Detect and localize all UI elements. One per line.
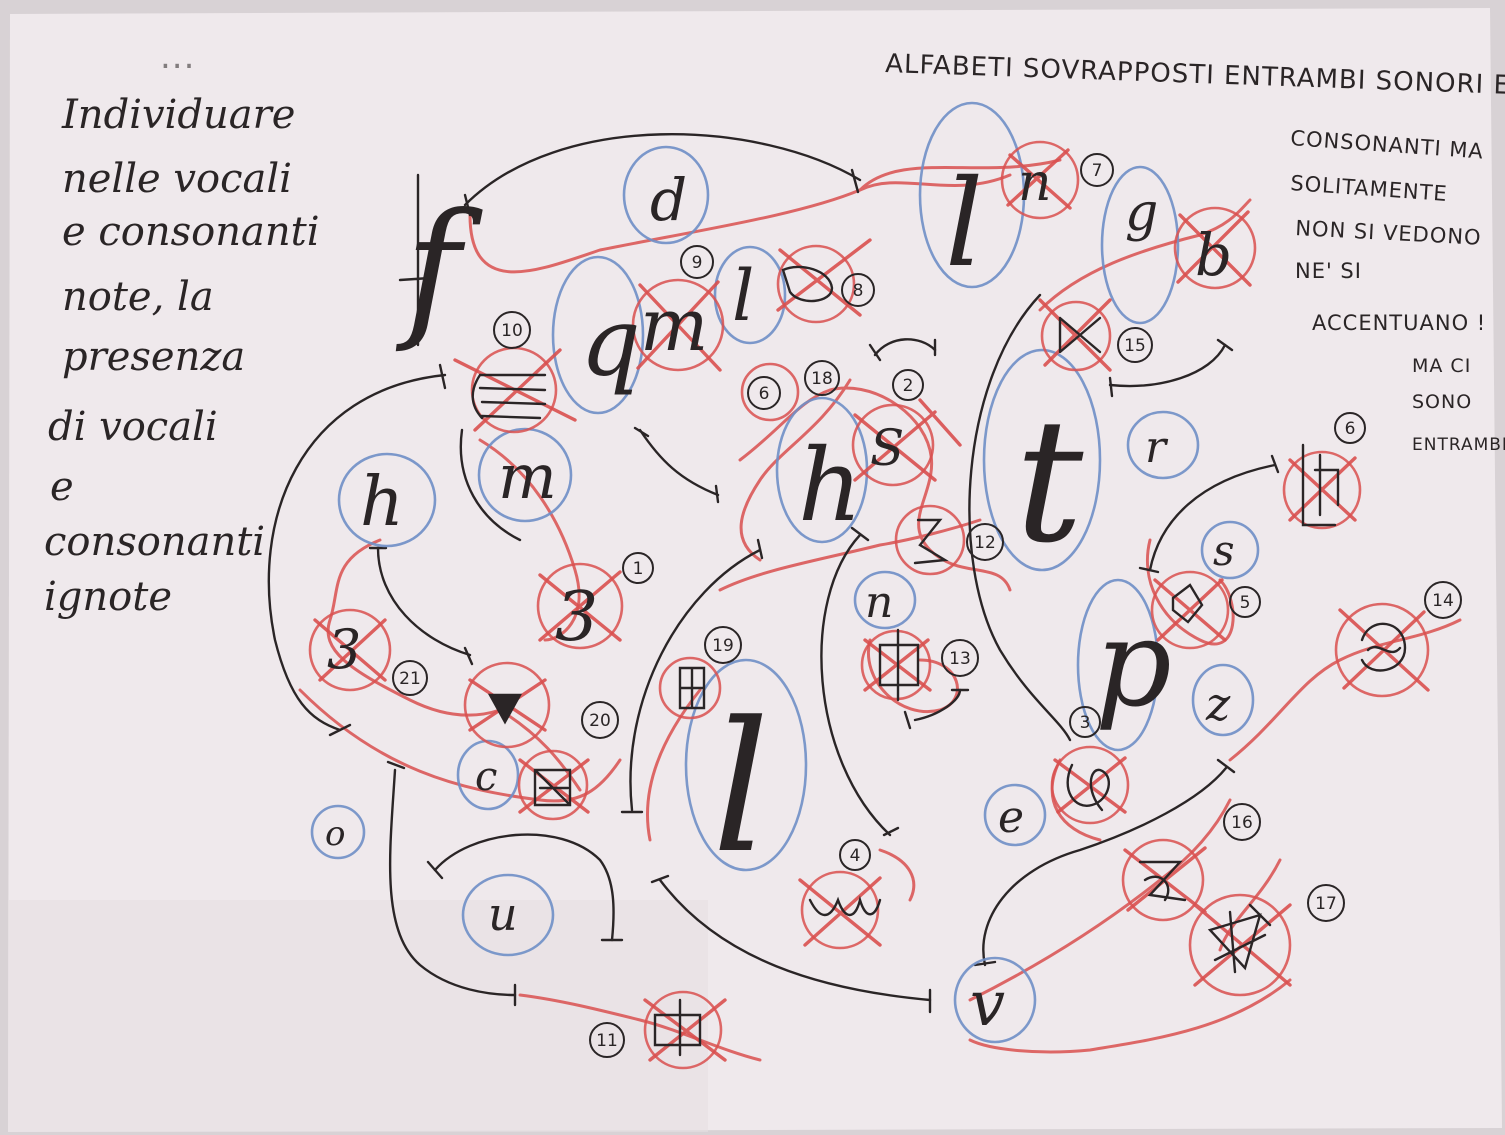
number-label: 21 (399, 669, 421, 689)
left-note-line: di vocali (48, 404, 218, 450)
right-note-line: ENTRAMBI (1412, 435, 1505, 455)
letter-h: h (360, 463, 404, 542)
number-label: 9 (692, 253, 703, 273)
glyph-9-crossed: 3 (327, 618, 361, 681)
glyph-n-crossed: n (1018, 153, 1052, 213)
letter-u: u (488, 887, 518, 941)
number-label: 11 (596, 1031, 618, 1051)
right-note-line: ACCENTUANO ! (1312, 311, 1486, 335)
letter-q: q (580, 288, 641, 398)
left-note-line: note, la (62, 274, 214, 320)
letter-v: v (970, 967, 1005, 1040)
letter-n: n (865, 577, 893, 628)
number-label: 6 (759, 384, 770, 404)
letter-l-small: l (732, 255, 754, 337)
number-label: 16 (1231, 813, 1253, 833)
number-label: 13 (949, 649, 971, 669)
number-label: 5 (1240, 593, 1251, 613)
number-label: 1 (633, 559, 644, 579)
left-note-line: Individuare (61, 92, 295, 138)
letter-d: d (650, 166, 687, 234)
letter-z: z (1205, 677, 1231, 731)
number-label: 12 (974, 533, 996, 553)
number-label: 10 (501, 321, 523, 341)
paper-shadow (8, 900, 708, 1132)
right-note-line: MA CI (1412, 355, 1471, 377)
left-note-line: consonanti (44, 519, 265, 565)
number-label: 6 (1345, 419, 1356, 439)
letter-e: e (998, 792, 1024, 843)
number-label: 14 (1432, 591, 1454, 611)
letter-l-tall: l (945, 155, 983, 294)
number-label: 4 (850, 846, 861, 866)
number-label: 18 (811, 369, 833, 389)
number-label: 3 (1080, 713, 1091, 733)
number-label: 20 (589, 711, 611, 731)
left-note-line: e (50, 464, 74, 510)
letter-m: m (498, 440, 557, 513)
glyph-s-crossed: S (870, 419, 904, 477)
glyph-b-crossed: b (1195, 221, 1232, 289)
number-label: 17 (1315, 894, 1337, 914)
left-note-line: e consonanti (62, 209, 319, 255)
letter-g-small: g (1125, 183, 1158, 243)
right-note-line: NE' SI (1295, 259, 1362, 283)
letter-s: s (1213, 526, 1235, 575)
number-label: 15 (1124, 336, 1146, 356)
glyph-3-crossed: 3 (555, 578, 598, 657)
left-note-line: ignote (44, 574, 172, 620)
number-label: 8 (853, 281, 864, 301)
letter-l-large: l (712, 684, 770, 893)
left-note-line: presenza (62, 334, 245, 380)
left-note-line: nelle vocali (62, 156, 292, 202)
letter-c: c (475, 754, 497, 800)
letter-t: t (1015, 383, 1084, 581)
letter-r: r (1145, 422, 1169, 473)
number-label: 19 (712, 636, 734, 656)
letter-p: p (1095, 595, 1172, 734)
number-label: 2 (903, 376, 914, 396)
glyph-m-crossed: m (640, 283, 708, 367)
letter-o: o (325, 814, 345, 854)
letter-l-mid: h (798, 427, 862, 544)
number-label: 7 (1092, 161, 1103, 181)
faint-heading: ... (160, 37, 195, 77)
right-note-line: SONO (1412, 391, 1472, 413)
